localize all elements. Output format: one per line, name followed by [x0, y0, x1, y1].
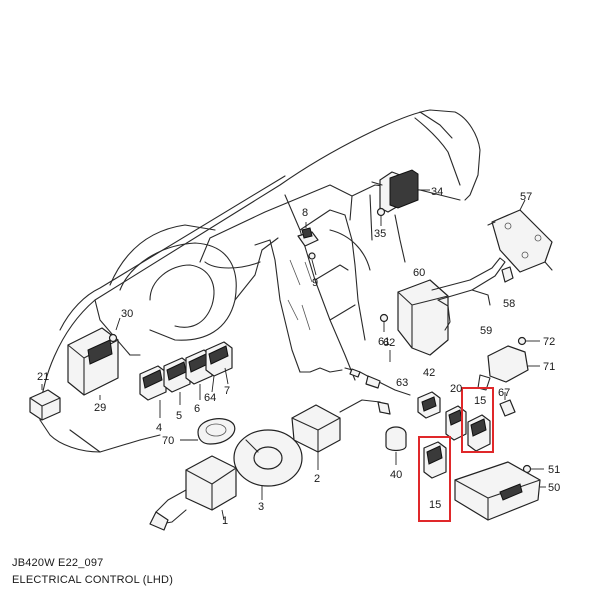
part-59-bracket: [431, 257, 506, 331]
callout-1: 1: [222, 515, 228, 527]
callout-63: 63: [396, 377, 408, 389]
part-1-combination-switch: [149, 455, 237, 531]
callout-15-right: 15: [474, 395, 486, 407]
callout-61: 61: [378, 336, 390, 348]
callout-15-left: 15: [429, 499, 441, 511]
part-15-switch-right: [467, 414, 491, 452]
part-61-screw: [379, 313, 389, 332]
callout-29: 29: [94, 402, 106, 414]
part-29-panel: [67, 327, 119, 400]
part-42-switch: [417, 391, 441, 419]
part-30-screw: [108, 317, 121, 343]
part-67-clip: [499, 392, 516, 417]
callout-62: 62: [383, 337, 395, 349]
diagram-code: JB420W E22_097: [12, 557, 104, 569]
part-57-bracket: [487, 199, 553, 273]
callout-8: 8: [302, 207, 308, 219]
callout-6: 6: [194, 403, 200, 415]
part-62-63-harness: [344, 350, 411, 396]
callout-35: 35: [374, 228, 386, 240]
callout-40: 40: [390, 469, 402, 481]
part-60-control-unit: [397, 279, 449, 356]
highlight-box-part-15-right: [461, 387, 494, 453]
callout-71: 71: [543, 361, 555, 373]
part-70-clamp: [180, 418, 236, 445]
callout-9: 9: [312, 277, 318, 289]
callout-70: 70: [162, 435, 174, 447]
part-50-module: [454, 461, 546, 521]
part-2-switch: [291, 399, 391, 470]
callout-67: 67: [498, 387, 510, 399]
callout-5: 5: [176, 410, 182, 422]
dashboard-outline: [39, 109, 481, 453]
callout-57: 57: [520, 191, 532, 203]
part-35-screw: [376, 207, 386, 226]
part-21-relay: [29, 384, 61, 421]
part-3-clock-spring: [233, 429, 303, 500]
callout-21: 21: [37, 371, 49, 383]
diagram-title: ELECTRICAL CONTROL (LHD): [12, 574, 174, 586]
callout-30: 30: [121, 308, 133, 320]
part-8-switch: [297, 222, 319, 247]
highlight-box-part-15-left: [418, 436, 451, 522]
callout-20: 20: [450, 383, 462, 395]
callout-58: 58: [503, 298, 515, 310]
callout-59: 59: [480, 325, 492, 337]
callout-51: 51: [548, 464, 560, 476]
callout-42: 42: [423, 367, 435, 379]
callout-50: 50: [548, 482, 560, 494]
part-51-screw: [522, 464, 544, 474]
callout-72: 72: [543, 336, 555, 348]
part-58-clip: [501, 266, 514, 283]
part-34-relay: [371, 169, 430, 213]
callout-3: 3: [258, 501, 264, 513]
callout-7: 7: [224, 385, 230, 397]
part-71-sensor: [477, 345, 540, 391]
callout-2: 2: [314, 473, 320, 485]
switch-row: [139, 341, 233, 418]
part-72-screw: [517, 336, 540, 346]
part-15-switch-left: [423, 441, 447, 479]
part-9-screw: [308, 252, 317, 276]
part-40-switch: [385, 426, 407, 465]
callout-60: 60: [413, 267, 425, 279]
callout-64: 64: [204, 392, 216, 404]
callout-34: 34: [431, 186, 443, 198]
callout-4: 4: [156, 422, 162, 434]
